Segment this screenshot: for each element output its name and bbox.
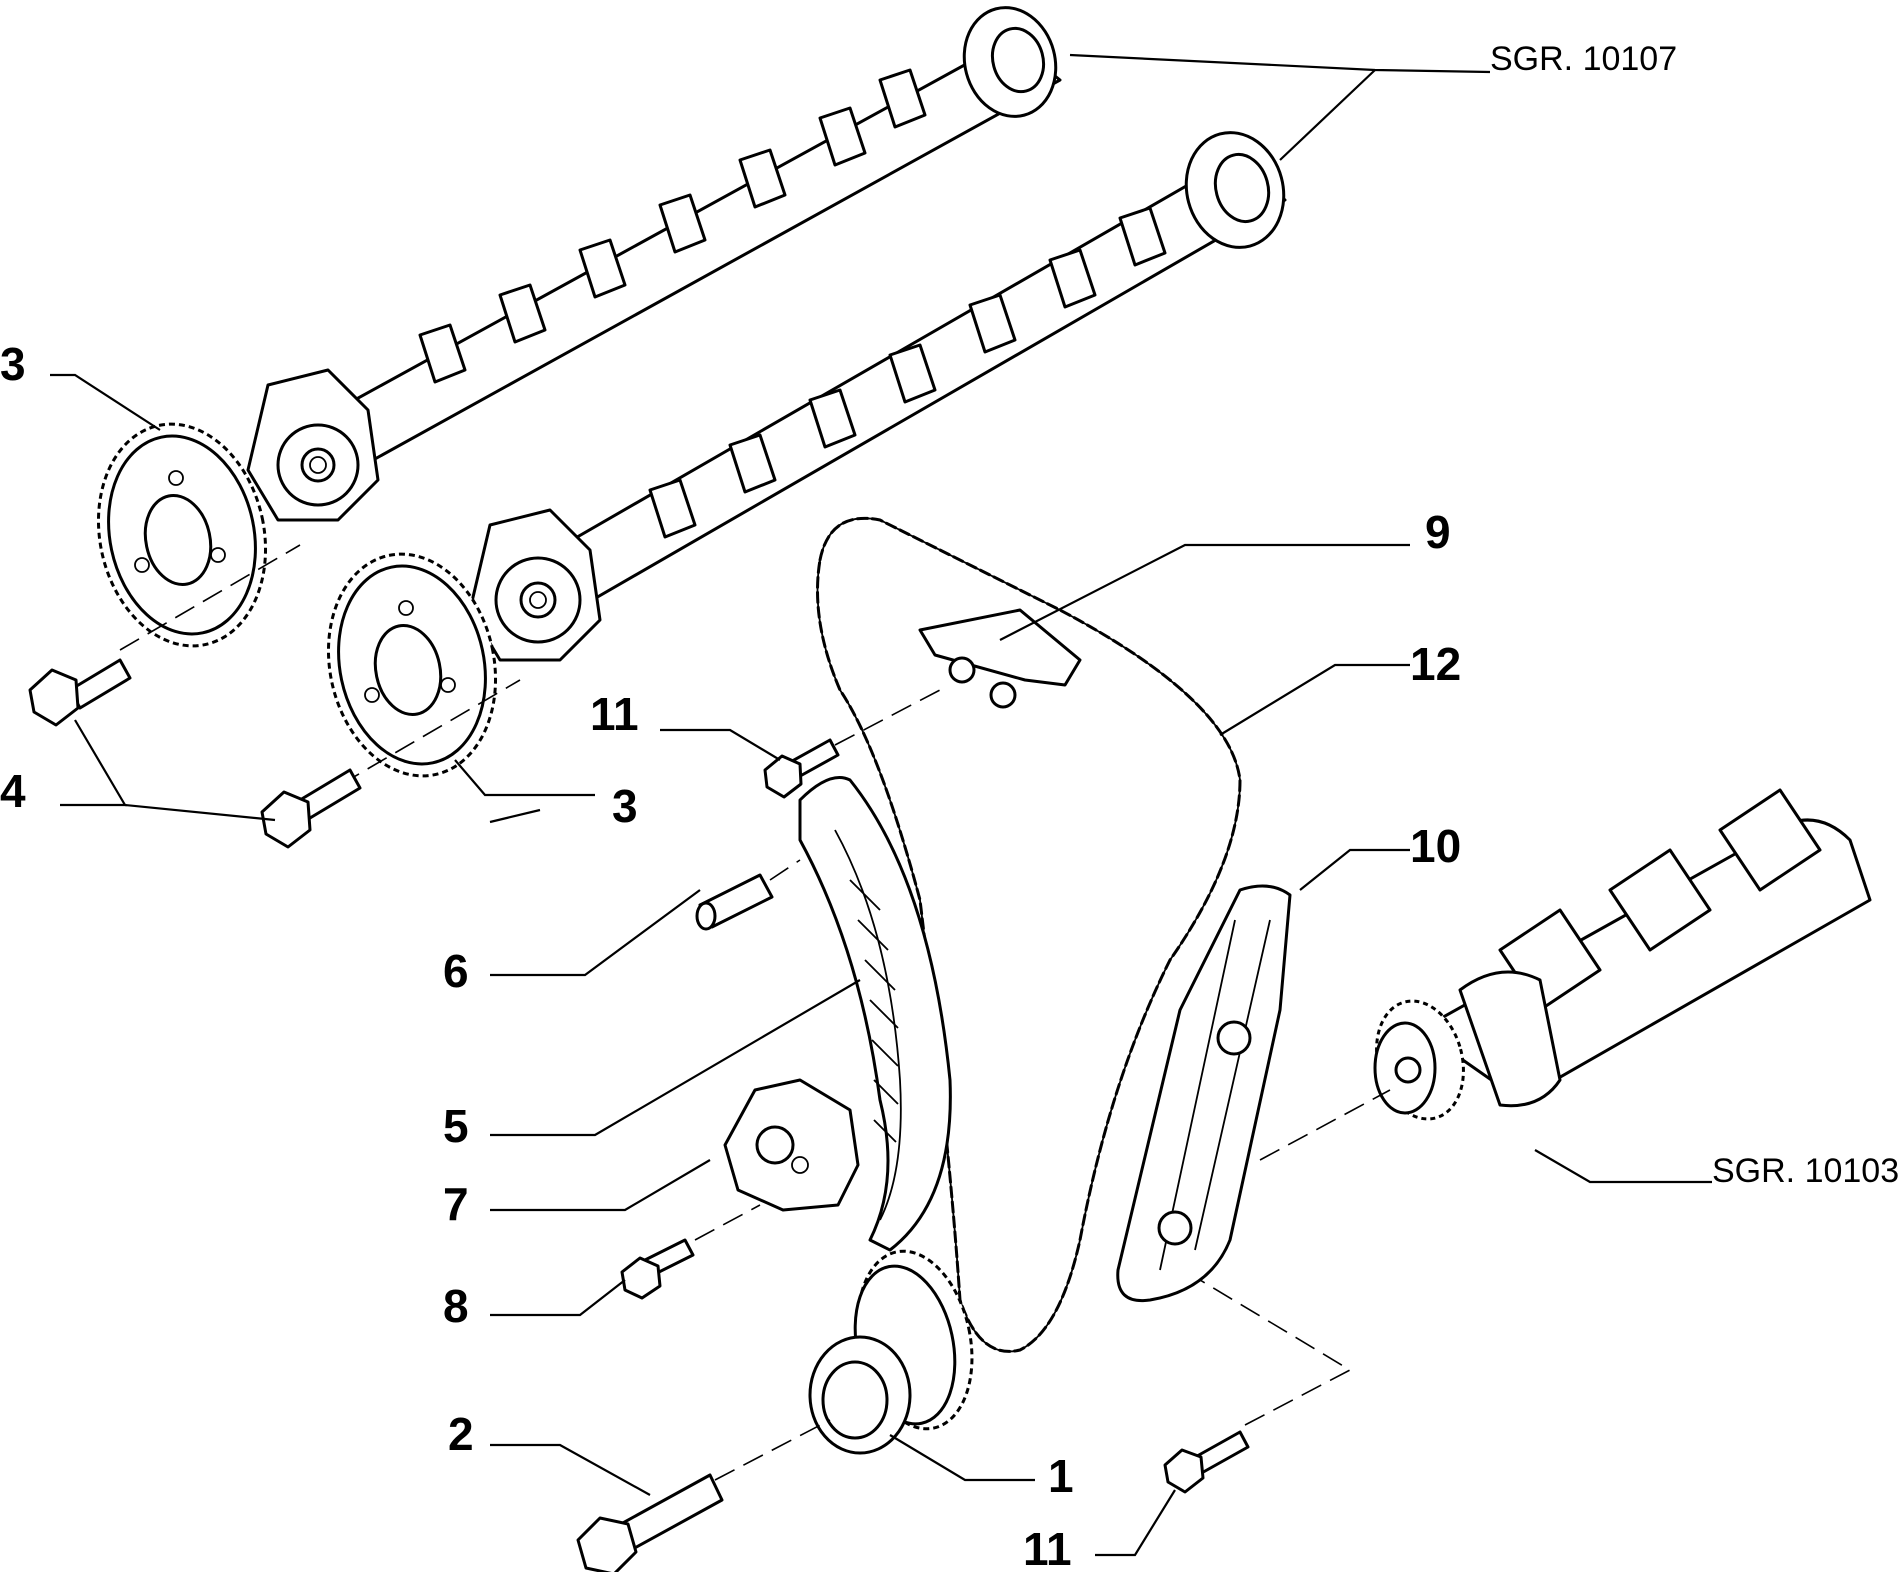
reference-label-crankshaft: SGR. 10103 xyxy=(1712,1152,1899,1190)
leader-lines xyxy=(50,53,1712,1557)
callout-4: 4 xyxy=(0,765,26,817)
upper-chain-guide xyxy=(918,608,1082,709)
axis-upper-guide xyxy=(834,689,941,746)
camshaft-sprocket-upper xyxy=(96,422,268,648)
camshaft-bolt-lower xyxy=(260,768,362,849)
camshaft-sprocket-lower xyxy=(326,552,498,778)
guide-bolt-lower xyxy=(1163,1430,1250,1494)
callout-3-upper: 3 xyxy=(0,338,26,390)
axis-crank-guide xyxy=(1259,1089,1391,1161)
callout-6: 6 xyxy=(443,945,469,997)
tensioner-bolt xyxy=(620,1238,695,1300)
axis-tensioner xyxy=(694,1204,761,1241)
callout-7: 7 xyxy=(443,1178,469,1230)
timing-chain xyxy=(816,516,1242,1353)
hydraulic-tensioner xyxy=(723,1078,860,1212)
callout-11-lower: 11 xyxy=(1023,1523,1072,1572)
axis-lower-guide xyxy=(1199,1279,1352,1426)
crankshaft-bolt xyxy=(576,1473,724,1572)
crankshaft xyxy=(1373,788,1872,1121)
camshaft-lower xyxy=(468,131,1287,662)
guide-bolt-upper xyxy=(763,738,840,799)
axis-upper-cam xyxy=(119,544,301,651)
axis-lower-cam xyxy=(339,679,521,786)
callout-10: 10 xyxy=(1410,820,1461,872)
axis-pivot-pin xyxy=(769,859,801,881)
crankshaft-sprocket xyxy=(808,1249,974,1455)
callout-9: 9 xyxy=(1425,506,1451,558)
callout-8: 8 xyxy=(443,1280,469,1332)
camshaft-bolt-upper xyxy=(28,658,132,727)
callout-11-upper: 11 xyxy=(590,688,639,740)
callout-5: 5 xyxy=(443,1100,469,1152)
camshaft-upper xyxy=(246,6,1062,522)
callout-2: 2 xyxy=(448,1408,474,1460)
callout-3-lower: 3 xyxy=(612,780,638,832)
fixed-chain-guide xyxy=(1116,884,1292,1303)
tensioner-guide-rail xyxy=(798,776,952,1252)
callout-12: 12 xyxy=(1410,638,1461,690)
axis-crankshaft xyxy=(714,1419,831,1481)
camshaft-lower-lobes xyxy=(648,206,1167,539)
reference-label-camshafts: SGR. 10107 xyxy=(1490,40,1677,78)
camshaft-upper-lobes xyxy=(418,68,927,384)
callout-1: 1 xyxy=(1048,1450,1074,1502)
guide-pivot-pin xyxy=(695,873,774,931)
